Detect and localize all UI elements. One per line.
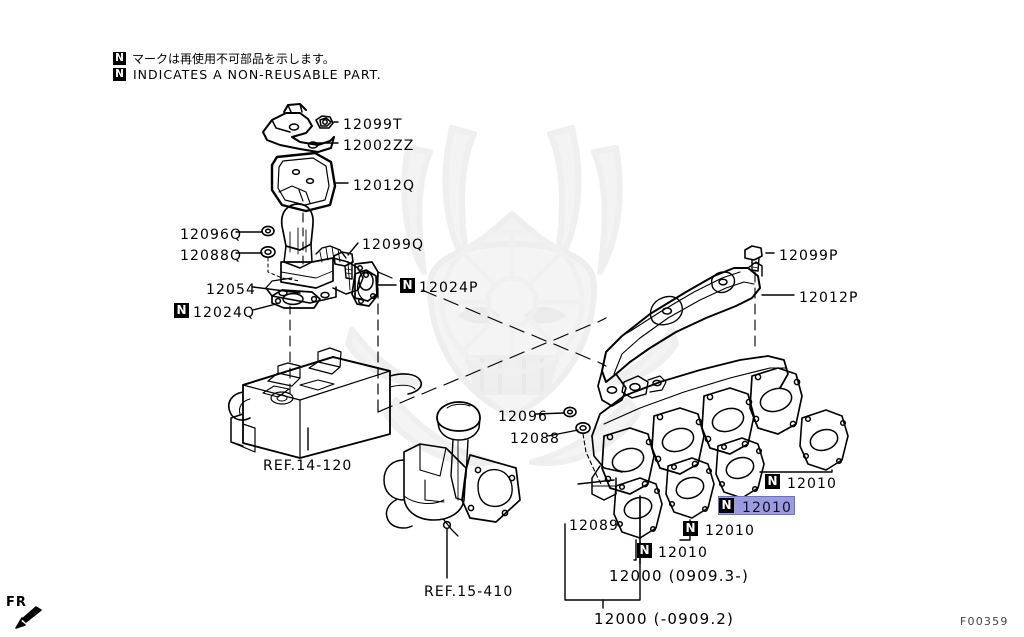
part-nut-12099t	[315, 115, 334, 129]
callout-12012p[interactable]: 12012P	[799, 290, 859, 306]
front-direction-label: FR	[6, 595, 27, 610]
part-gasket-12024p	[351, 269, 378, 307]
callout-12000-late[interactable]: 12000 (0909.3-)	[609, 567, 750, 585]
part-heatshield-12012q	[270, 151, 337, 213]
callout-12088q[interactable]: 12088Q	[180, 248, 243, 264]
callout-12012q[interactable]: 12012Q	[353, 178, 416, 194]
non-reusable-marker-icon-12024q: N	[174, 303, 189, 318]
callout-12024p[interactable]: 12024P	[419, 280, 479, 296]
callout-12010-a[interactable]: 12010	[787, 476, 838, 492]
part-washer-12096q	[261, 225, 275, 237]
callout-12010-d[interactable]: 12010	[658, 545, 709, 561]
callout-12000-early[interactable]: 12000 (-0909.2)	[594, 610, 735, 628]
callout-12010-c[interactable]: 12010	[705, 523, 756, 539]
legend-marker-icon-jp: N	[113, 52, 126, 65]
callout-12088[interactable]: 12088	[510, 431, 561, 447]
part-exhaust-manifold-12000	[591, 355, 803, 501]
callout-12010-selected[interactable]: 12010	[742, 500, 793, 516]
callout-12054[interactable]: 12054	[206, 282, 257, 298]
selected-callout-highlight[interactable]	[718, 496, 795, 515]
legend-marker-icon-en: N	[113, 68, 126, 81]
part-bolt-12099p	[744, 245, 763, 272]
callout-ref-14-120[interactable]: REF.14-120	[263, 458, 353, 474]
part-egr-cooler-ref14-120	[227, 305, 423, 459]
callout-12089[interactable]: 12089	[569, 518, 620, 534]
front-direction-arrow	[15, 606, 42, 629]
legend-note-japanese: マークは再使用不可部品を示します。	[132, 52, 335, 66]
sheet-code: F00359	[960, 615, 1009, 628]
part-washer-12088q	[260, 246, 276, 259]
part-egr-valve-ref15-410	[383, 401, 521, 537]
part-gaskets-12010	[613, 409, 849, 539]
callout-12024q[interactable]: 12024Q	[193, 305, 256, 321]
non-reusable-marker-icon-12010-selected: N	[719, 498, 734, 513]
non-reusable-marker-icon-12024p: N	[400, 278, 415, 293]
part-washer-12088	[575, 421, 591, 434]
callout-ref-15-410[interactable]: REF.15-410	[424, 584, 514, 600]
legend-note-english: INDICATES A NON-REUSABLE PART.	[133, 67, 382, 82]
assembly-dash-dot-lines	[377, 271, 607, 413]
callout-12099q[interactable]: 12099Q	[362, 237, 425, 253]
part-bracket-12002zz	[262, 103, 335, 153]
callout-12099t[interactable]: 12099T	[343, 117, 403, 133]
callout-12099p[interactable]: 12099P	[779, 248, 839, 264]
non-reusable-marker-icon-12010-c: N	[683, 521, 698, 536]
callout-12096[interactable]: 12096	[498, 409, 549, 425]
callout-12002zz[interactable]: 12002ZZ	[343, 138, 415, 154]
part-bolt-12099q	[333, 251, 354, 280]
callout-12096q[interactable]: 12096Q	[180, 227, 243, 243]
part-washer-12096	[563, 406, 577, 418]
non-reusable-marker-icon-12010-a: N	[765, 474, 780, 489]
non-reusable-marker-icon-12010-d: N	[637, 543, 652, 558]
